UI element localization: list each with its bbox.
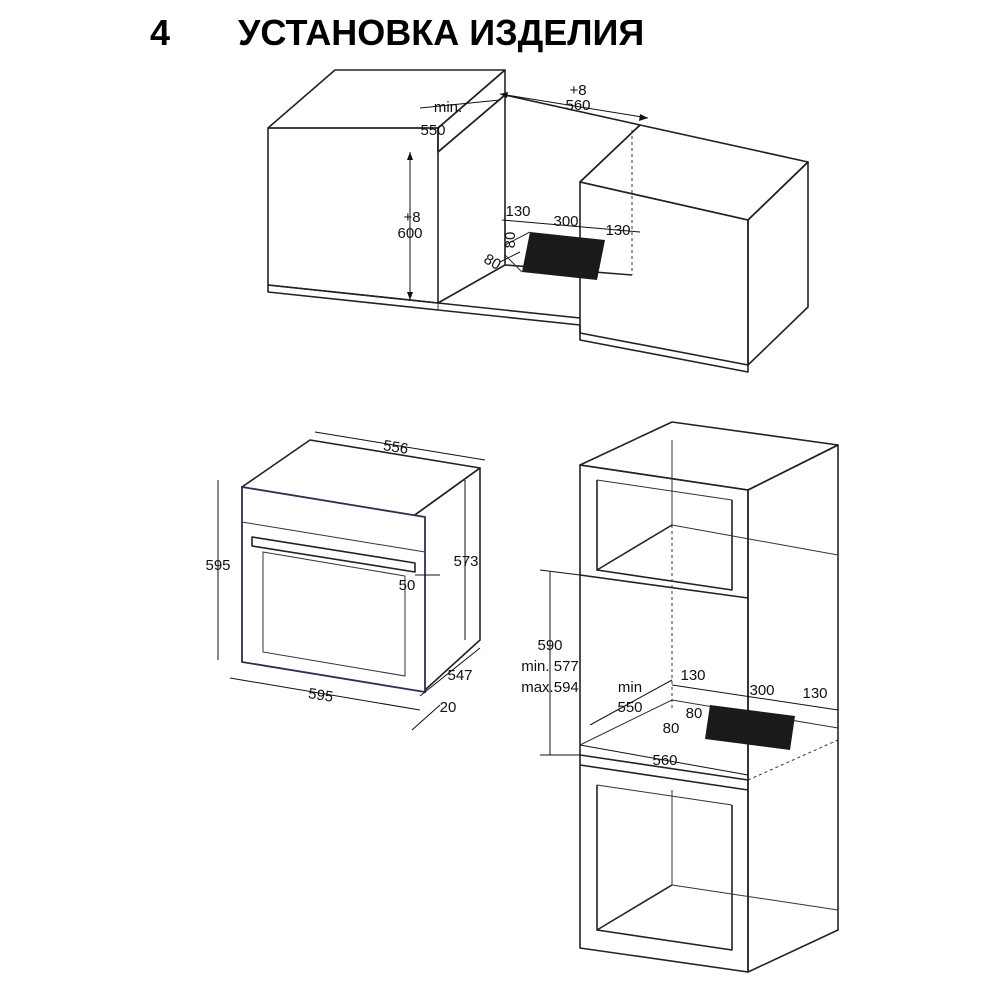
oven-handle — [251, 536, 416, 573]
counter-vent-opening — [504, 231, 605, 280]
counter-left-cabinet — [267, 69, 506, 304]
oven-body-depth: 547 — [447, 667, 472, 684]
column-vent-depth: 80 — [663, 720, 680, 737]
counter-vent-left: 130 — [505, 203, 530, 220]
column-depth-min-value: 550 — [617, 699, 642, 716]
oven-diagram: 595 556 573 50 547 595 20 — [205, 431, 486, 731]
counter-vent-right: 130 — [605, 222, 630, 239]
column-dim-lines — [539, 569, 839, 776]
column-vent-left: 130 — [680, 667, 705, 684]
counter-vent-height: 80 — [502, 232, 519, 249]
counter-height-tolerance: +8 — [403, 209, 420, 226]
counter-plinth — [267, 285, 749, 373]
column-niche-max: max.594 — [521, 679, 579, 696]
oven-body-height: 573 — [453, 553, 478, 570]
column-vent-center: 300 — [749, 682, 774, 699]
column-lower-compartment — [579, 764, 839, 951]
column-vent-height: 80 — [686, 705, 703, 722]
section-number: 4 — [150, 12, 171, 53]
column-upper-compartment — [579, 440, 839, 599]
oven-front-width: 595 — [307, 685, 334, 706]
counter-dim-depth: min. 550 — [420, 99, 462, 139]
counter-depth-min-value: 550 — [420, 122, 445, 139]
oven-dim-lines — [217, 431, 486, 731]
column-vent-right: 130 — [802, 685, 827, 702]
oven-front-thickness: 20 — [440, 699, 457, 716]
counter-dim-width: +8 560 — [565, 82, 590, 114]
counter-vent-depth: 80 — [481, 251, 504, 274]
counter-niche — [437, 94, 641, 319]
column-outline — [579, 421, 839, 973]
column-vent-opening — [705, 705, 795, 750]
counter-vent-center: 300 — [553, 213, 578, 230]
column-depth-min-label: min — [618, 679, 642, 696]
oven-handle-offset: 50 — [399, 577, 416, 594]
counter-height-value: 600 — [397, 225, 422, 242]
counter-cabinet-diagram: min. 550 +8 560 +8 600 130 300 130 80 80 — [267, 69, 809, 373]
counter-depth-min-label: min. — [434, 99, 462, 116]
counter-width-value: 560 — [565, 97, 590, 114]
column-oven-niche — [579, 525, 839, 781]
section-title: УСТАНОВКА ИЗДЕЛИЯ — [238, 12, 645, 53]
column-niche-min: min. 577 — [521, 658, 579, 675]
counter-dim-lines — [407, 92, 649, 300]
counter-right-cabinet — [579, 124, 809, 366]
oven-front-panel — [241, 485, 426, 694]
column-cabinet-diagram: 590 min. 577 max.594 min 550 560 130 300… — [521, 421, 839, 973]
oven-front-height: 595 — [205, 557, 230, 574]
counter-dim-vent: 130 300 130 80 80 — [481, 203, 631, 274]
counter-dim-height: +8 600 — [397, 209, 422, 242]
counter-width-tolerance: +8 — [569, 82, 586, 99]
column-niche-height: 590 — [537, 637, 562, 654]
column-width-value: 560 — [652, 752, 677, 769]
oven-top-depth: 556 — [382, 437, 409, 458]
